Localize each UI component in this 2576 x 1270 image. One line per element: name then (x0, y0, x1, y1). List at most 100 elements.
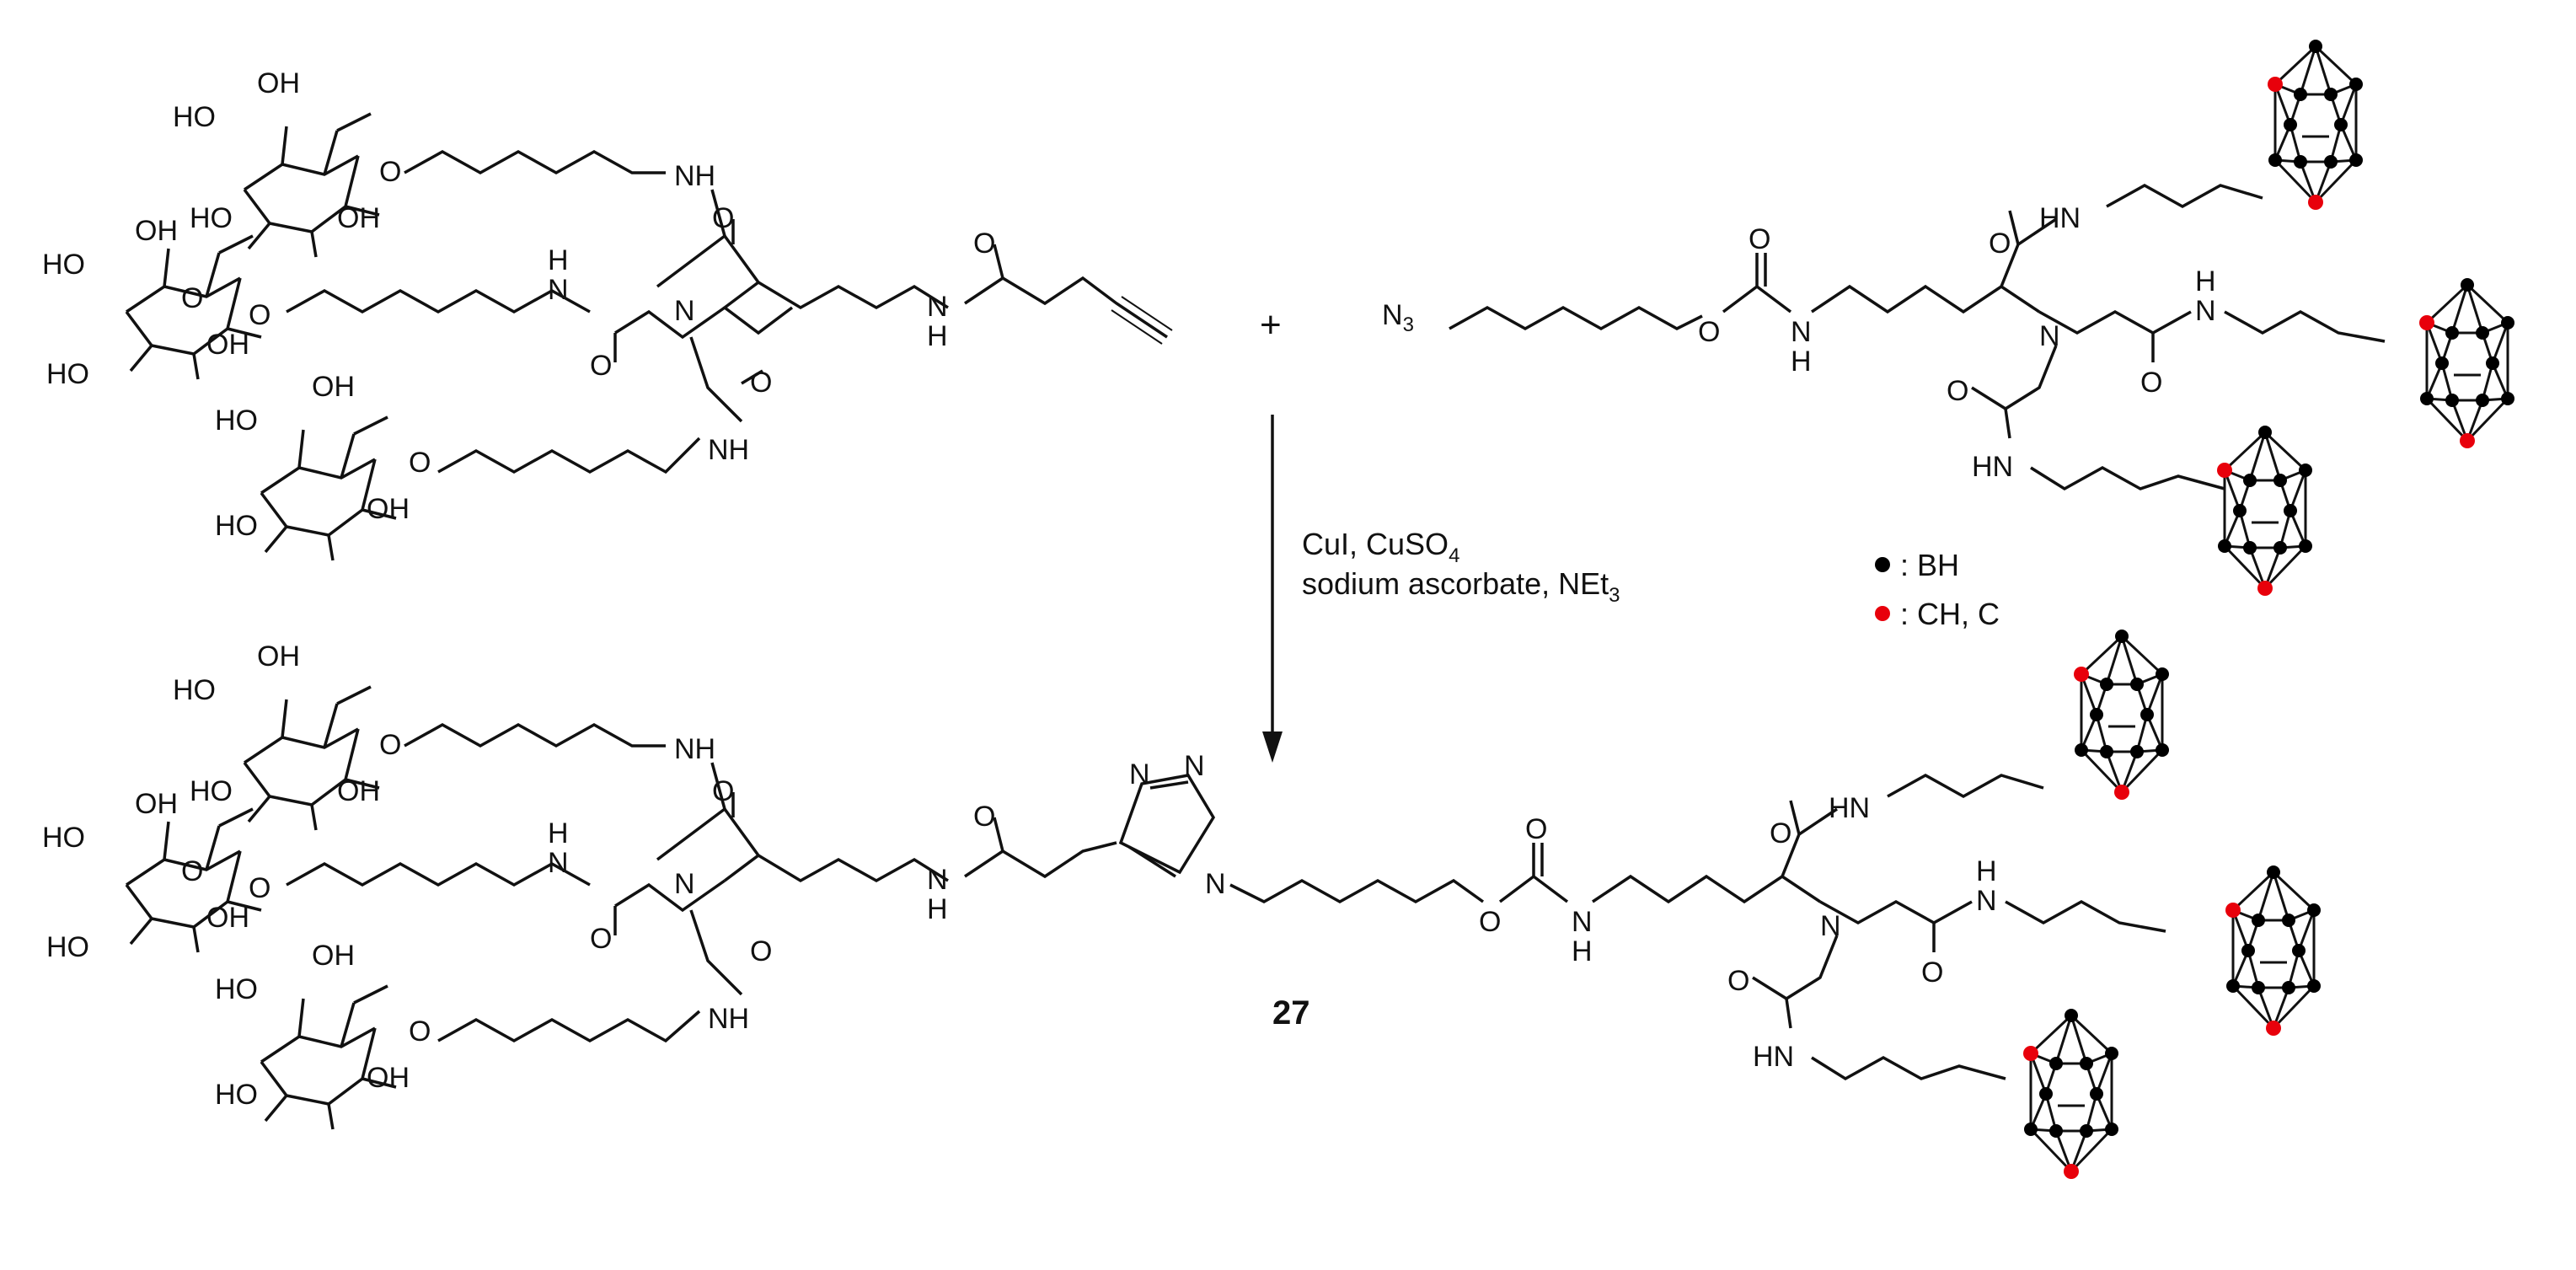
hydroxyl-label: OH (337, 775, 380, 807)
hydroxyl-label: OH (367, 1062, 410, 1094)
triazole-n-label: N (1205, 868, 1226, 900)
carbonyl-o-label: O (1921, 957, 1943, 989)
carbamate-h-label: H (1791, 346, 1812, 378)
butyl-chain (1887, 773, 2044, 799)
legend: : BH : CH, C (1875, 548, 2000, 631)
linker-chain (437, 1010, 701, 1043)
core-backbone (1819, 899, 1973, 925)
amide-nh-label: NH (674, 733, 715, 765)
tertiary-n-label: N (2039, 320, 2060, 352)
carbamate-n-label: N (1791, 316, 1812, 348)
carbonyl-o-label: O (750, 935, 772, 967)
carborane-cage (2266, 38, 2364, 212)
hydroxyl-label: HO (190, 202, 233, 234)
hydroxyl-label: OH (206, 902, 249, 934)
amide-hn-label: HN (1829, 792, 1870, 824)
amide-h-label: H (548, 244, 569, 276)
core-backbone (689, 909, 743, 996)
sugar-ring (243, 112, 381, 259)
hydroxyl-label: HO (215, 1079, 258, 1111)
carbonyl-o-label: O (973, 228, 995, 260)
triazole-ring (1118, 774, 1216, 878)
amide-n-label: N (927, 864, 948, 896)
oxygen-label: O (409, 1015, 431, 1048)
plus-sign: + (1260, 304, 1282, 346)
catalyst-label: CuI, CuSO4 (1302, 527, 1459, 567)
hydroxyl-label: OH (206, 329, 249, 361)
hydroxyl-label: HO (215, 510, 258, 542)
reaction-arrowhead (1262, 731, 1283, 763)
hydroxyl-label: HO (42, 822, 85, 854)
amide-n-label: N (548, 847, 569, 879)
core-backbone (614, 879, 726, 913)
tertiary-n-label: N (1820, 910, 1841, 942)
carborane-cage (2072, 628, 2171, 801)
carbonyl-o-label: O (973, 801, 995, 833)
carborane-cage (2215, 424, 2314, 597)
hydroxyl-label: OH (257, 67, 300, 99)
carbonyl-o-label: O (590, 923, 612, 955)
hydroxyl-label: OH (312, 940, 355, 972)
amide-h-label: H (927, 893, 948, 925)
carbonyl-o-label: O (1525, 813, 1547, 845)
linker-chain (1449, 305, 1703, 331)
linker-chain (404, 149, 666, 175)
butyl-chain (2030, 465, 2225, 491)
carbamate (1498, 874, 1569, 903)
compound-number: 27 (1272, 994, 1310, 1032)
oxygen-label: O (181, 855, 203, 887)
legend-carbon-dot (1875, 606, 1890, 621)
oxygen-label: O (249, 299, 270, 331)
product-27: OH HO HO OH O NH O OH HO HO OH O O H N O… (42, 628, 2322, 1181)
butyl-chain (2106, 183, 2263, 209)
hydroxyl-label: HO (42, 249, 85, 281)
amide-h-label: H (1976, 855, 1997, 887)
ester-o-label: O (1698, 316, 1720, 348)
oxygen-label: O (249, 872, 270, 904)
core-backbone (2038, 309, 2192, 335)
reactant-alkyne: OH HO HO OH O NH O OH HO HO OH O O H N O… (42, 67, 1173, 562)
carbonyl-o-label: O (1770, 817, 1791, 849)
carbonyl-o-label: O (1947, 375, 1968, 407)
hydroxyl-label: HO (46, 358, 89, 390)
amide-h-label: H (548, 817, 569, 849)
carborane-cage (2418, 276, 2516, 450)
ester-o-label: O (1479, 906, 1501, 938)
sugar-ring (260, 984, 398, 1131)
tertiary-n-label: N (674, 295, 695, 327)
carbamate-n-label: N (1572, 906, 1593, 938)
core-backbone (1752, 935, 1839, 1001)
oxygen-label: O (379, 156, 401, 188)
azide-label: N3 (1382, 299, 1414, 336)
linker-chain (286, 861, 591, 887)
hydroxyl-label: HO (215, 973, 258, 1005)
carbonyl-o-label: O (1989, 228, 2011, 260)
butyl-chain (2005, 899, 2166, 933)
amide-hn-label: HN (1972, 451, 2013, 483)
core-backbone (964, 276, 1168, 339)
hydroxyl-label: HO (215, 405, 258, 437)
tertiary-n-label: N (674, 868, 695, 900)
core-backbone (614, 306, 726, 340)
hydroxyl-label: OH (257, 640, 300, 673)
legend-bh-label: : BH (1900, 548, 1959, 582)
hydroxyl-label: HO (173, 101, 216, 133)
butyl-chain (2224, 309, 2386, 343)
linker-chain (404, 722, 666, 748)
core-backbone (656, 762, 727, 861)
linker-chain (437, 437, 701, 474)
carbamate (1722, 284, 1792, 313)
carborane-cage (2224, 864, 2322, 1037)
amide-h-label: H (927, 320, 948, 352)
carbamate-h-label: H (1572, 935, 1593, 967)
core-backbone (723, 807, 761, 882)
hydroxyl-label: OH (135, 215, 178, 247)
lysine-chain (1592, 874, 1821, 904)
linker-chain (286, 288, 591, 314)
reactant-azide: N3 O O N H O HN N H N O O HN (1382, 38, 2516, 597)
core-backbone (758, 281, 949, 310)
amide-n-label: N (2195, 295, 2216, 327)
carbonyl-o-label: O (2140, 367, 2162, 399)
legend-bh-dot (1875, 557, 1890, 572)
